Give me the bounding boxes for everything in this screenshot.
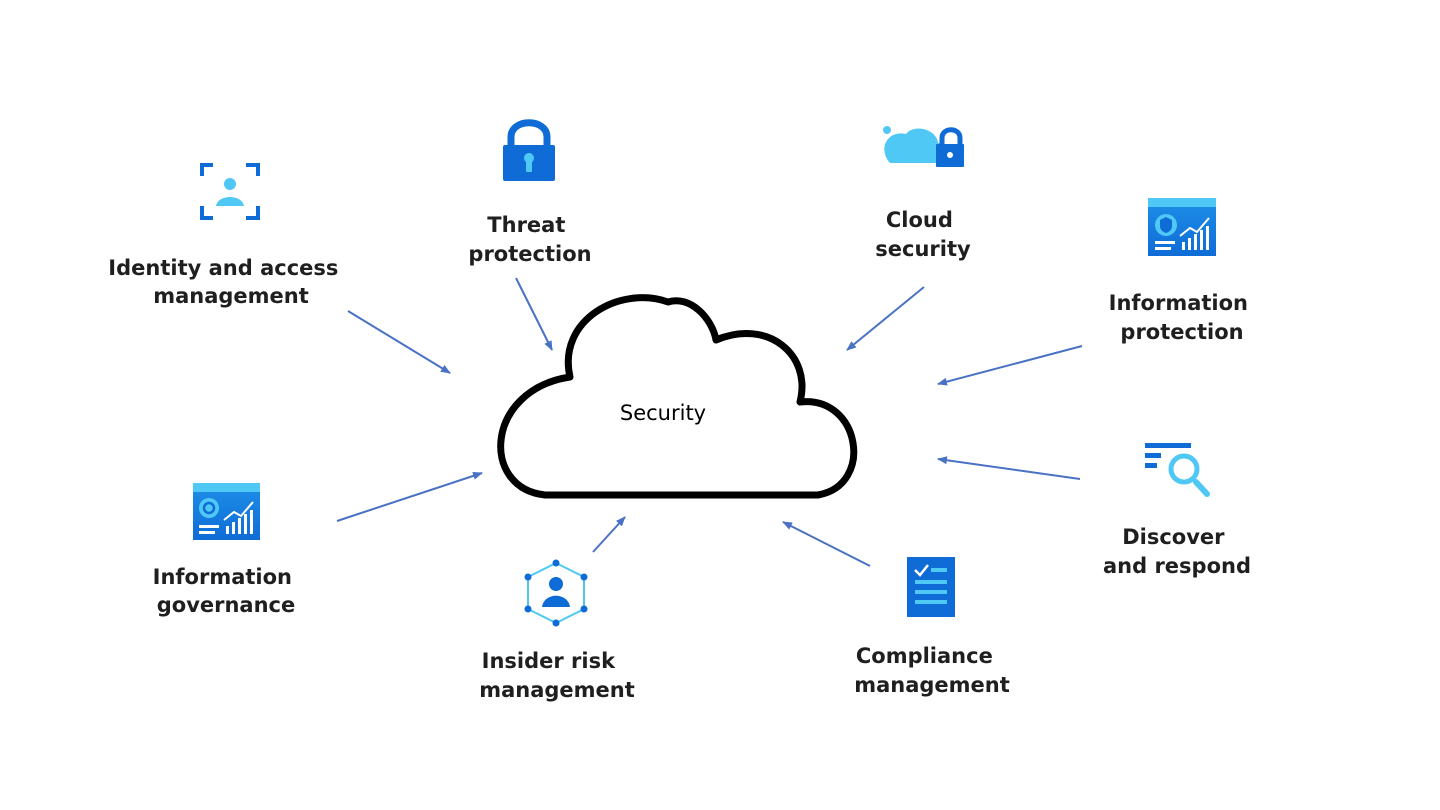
node-compliance: Compliance management bbox=[854, 557, 1010, 697]
arrow-threat bbox=[515, 277, 553, 351]
infoprot-label-line2: protection bbox=[1120, 320, 1243, 344]
compliance-label-line2: management bbox=[854, 673, 1010, 697]
compliance-label: Compliance management bbox=[854, 644, 1010, 697]
identity-label-line1: Identity and access bbox=[108, 256, 338, 280]
node-threat: Threat protection bbox=[468, 119, 592, 266]
arrow-governance bbox=[336, 472, 483, 522]
arrow-discover bbox=[937, 456, 1081, 480]
insider-label-line2: management bbox=[479, 678, 635, 702]
arrow-infoprot bbox=[937, 345, 1083, 386]
threat-label-line1: Threat bbox=[487, 213, 565, 237]
lock-icon bbox=[503, 119, 555, 181]
insider-label-line1: Insider risk bbox=[482, 649, 616, 673]
node-identity: Identity and access management bbox=[108, 163, 345, 308]
arrow-compliance bbox=[782, 521, 871, 567]
shield-dashboard-icon bbox=[1148, 198, 1216, 256]
cloud-label-line1: Cloud bbox=[886, 208, 953, 232]
node-governance: Information governance bbox=[153, 483, 300, 617]
governance-label-line2: governance bbox=[157, 593, 296, 617]
identity-label: Identity and access management bbox=[108, 256, 345, 308]
infoprot-label: Information protection bbox=[1109, 291, 1256, 344]
node-insider: Insider risk management bbox=[479, 559, 635, 702]
governance-label-line1: Information bbox=[153, 565, 292, 589]
cloud-lock-icon bbox=[883, 126, 964, 167]
arrows bbox=[336, 277, 1083, 567]
cloud-label-line2: security bbox=[875, 237, 971, 261]
discover-label: Discover and respond bbox=[1103, 525, 1251, 578]
governance-label: Information governance bbox=[153, 565, 300, 617]
gear-dashboard-icon bbox=[193, 483, 260, 540]
insider-label: Insider risk management bbox=[479, 649, 635, 702]
identity-label-line2: management bbox=[153, 284, 309, 308]
compliance-label-line1: Compliance bbox=[856, 644, 993, 668]
identity-scan-icon bbox=[200, 163, 260, 220]
threat-label-line2: protection bbox=[468, 242, 591, 266]
center-label: Security bbox=[620, 401, 706, 425]
node-cloud: Cloud security bbox=[875, 126, 971, 261]
arrow-identity bbox=[347, 310, 451, 374]
security-cloud: Security bbox=[497, 294, 858, 499]
search-filter-icon bbox=[1145, 443, 1210, 497]
discover-label-line1: Discover bbox=[1122, 525, 1225, 549]
discover-label-line2: and respond bbox=[1103, 554, 1251, 578]
checklist-icon bbox=[907, 557, 955, 617]
threat-label: Threat protection bbox=[468, 213, 591, 266]
arrow-insider bbox=[592, 516, 626, 553]
node-infoprot: Information protection bbox=[1109, 198, 1256, 344]
person-network-icon bbox=[524, 559, 588, 627]
infoprot-label-line1: Information bbox=[1109, 291, 1248, 315]
cloud-label: Cloud security bbox=[875, 208, 971, 261]
arrow-cloud bbox=[846, 286, 925, 351]
node-discover: Discover and respond bbox=[1103, 443, 1251, 578]
